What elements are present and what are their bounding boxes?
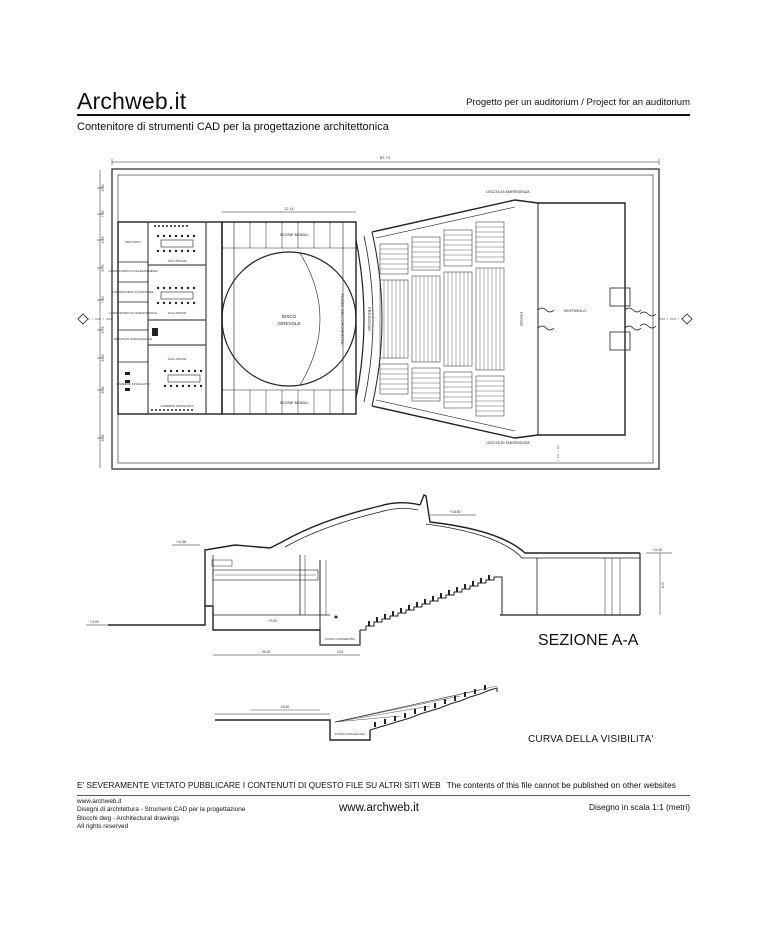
elevation-label: +3.00 [90,620,99,624]
room-label: DEPOSITO [125,240,141,244]
footer-rule [77,795,690,796]
curve-pit-label: FOSSO ORCHESTRA [335,732,365,736]
disc-label-line2: GIREVOLE [277,321,300,326]
vestibule-label: VESTIBOLO [564,308,587,313]
exit-label-bottom: USCITA DI EMERGENZA [486,441,530,445]
seating-rows [379,221,505,417]
visibility-curve: 19.00 FOSSO ORCHESTRA [215,685,498,741]
room-label: SALA PROVE [168,357,187,361]
plan-dim-overall: 67.74 [380,155,391,160]
footer-line: All rights reserved [77,822,129,830]
footer-website: www.archweb.it [339,802,419,814]
footer-left-block: www.archweb.it Disegni di architettura -… [77,798,245,831]
section-dim: 29.26 [262,650,271,654]
footer-line: www.archweb.it [77,798,122,805]
warning-english: The contents of this file cannot be publ… [446,780,676,790]
section-aa: FOSSO ORCHESTRA +18.50 +11.86 +11.80 +3.… [86,494,672,656]
elevation-label: +11.80 [652,548,662,552]
brand-logo-text: Archweb.it [77,88,187,114]
foyer-label: FOYER [519,312,524,326]
section-dim: 6.00 [661,582,665,589]
room-label: CAMERINI SPOGLIATOI [160,404,194,408]
elevation-label: +18.50 [450,510,461,514]
floor-plan: 67.74 3.50 7.30 3.25 5.75 7.40 5.75 5.40… [77,155,693,470]
room-label: LABORATORIO DI FALEGNAMERIA [108,269,157,273]
section-dim: 3.24 [337,650,344,654]
proscenium-label: PROSCENIO [367,307,372,331]
room-label: SALA PROVE [168,259,187,263]
drawing-scale: Disegno in scala 1:1 (metri) [589,802,690,812]
curve-dim: 19.00 [281,705,290,709]
elevation-label: +11.86 [176,540,186,544]
section-title: SEZIONE A-A [538,632,639,649]
plan-side-dims: 3.50 7.30 3.25 5.75 7.40 5.75 5.40 5.00 … [101,185,105,442]
scene-mobili-bottom: SCENE MOBILI [280,400,308,405]
section-pit-label: FOSSO ORCHESTRA [325,637,355,641]
orchestra-pit-label: FOSSO DELL'ORCHESTRA [340,294,345,345]
scene-mobili-top: SCENE MOBILI [280,232,308,237]
project-title: Progetto per un auditorium / Project for… [466,97,690,108]
warning-italian: E' SEVERAMENTE VIETATO PUBBLICARE I CONT… [77,780,441,790]
room-label: LABORATORIO DI SARTORIA [112,290,153,294]
copyright-warning: E' SEVERAMENTE VIETATO PUBBLICARE I CONT… [77,780,676,790]
subtitle: Contenitore di strumenti CAD per la prog… [77,121,389,133]
stage-dim: 22.14 [285,207,294,211]
visibility-curve-title: CURVA DELLA VISIBILITA' [528,734,654,745]
disc-label-line1: DISCO [282,314,297,319]
elevation-label: +0.00 [268,619,277,623]
room-label: CAMERINI SPOGLIATOI [116,382,150,386]
footer-line: Blocchi dwg - Architectural drawings [77,814,180,822]
footer-line: Disegni di architettura - Strumenti CAD … [77,806,246,814]
room-label: LABORATORIO DI SCENOGRAFIA [109,311,157,315]
room-label: DEPOSITO SCENOGRAFIE [114,337,152,341]
exit-label-top: USCITA DI EMERGENZA [486,190,530,194]
header-rule [77,114,690,116]
room-label: SALA PROVE [168,311,187,315]
